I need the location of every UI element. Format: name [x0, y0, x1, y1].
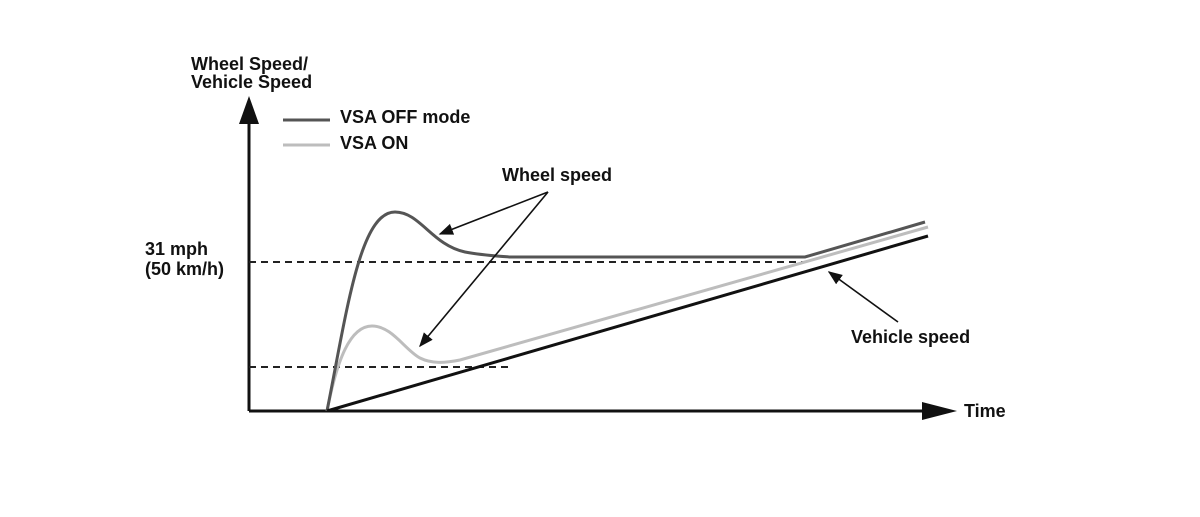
x-axis-arrowhead: [922, 402, 957, 420]
wheel-speed-callout: Wheel speed: [502, 165, 612, 185]
speed-marker-label: 31 mph (50 km/h): [145, 239, 224, 279]
y-axis-label-line-1: Wheel Speed/: [191, 54, 308, 74]
speed-marker-kmh: (50 km/h): [145, 259, 224, 279]
y-axis-label: Wheel Speed/ Vehicle Speed: [191, 54, 313, 92]
vehicle-speed-arrow: [827, 271, 899, 323]
wheel-speed-arrow-lower: [419, 191, 549, 348]
legend-label-vsa-off: VSA OFF mode: [340, 107, 470, 127]
y-axis-arrowhead: [239, 96, 259, 124]
vehicle-speed-line: [326, 234, 929, 413]
wheel-speed-vsa-off-curve: [325, 210, 926, 412]
x-axis-label: Time: [964, 401, 1006, 421]
speed-marker-mph: 31 mph: [145, 239, 208, 259]
wheel-speed-arrow-upper: [438, 191, 549, 235]
wheel-speed-vsa-on-curve: [325, 225, 929, 412]
y-axis-label-line-2: Vehicle Speed: [191, 72, 312, 92]
vehicle-speed-callout: Vehicle speed: [851, 327, 970, 347]
legend-label-vsa-on: VSA ON: [340, 133, 408, 153]
